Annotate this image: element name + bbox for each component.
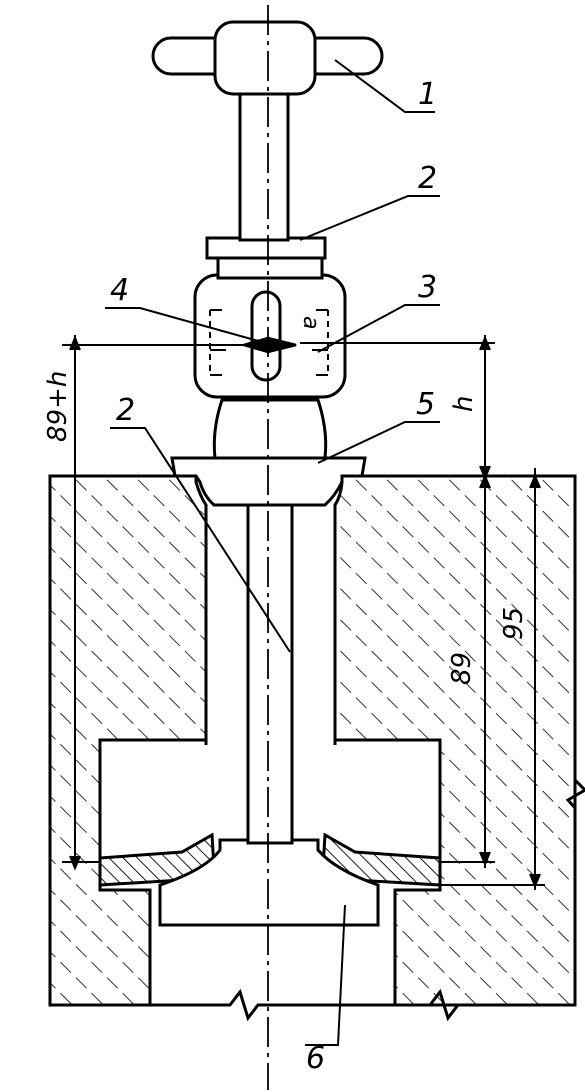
- callout-2-lower: 2: [116, 393, 135, 428]
- housing-left-block: [48, 474, 208, 1007]
- stem: [246, 503, 294, 845]
- callout-4: 4: [110, 273, 129, 308]
- break-line-bottom-right: [395, 988, 575, 1022]
- callout-3: 3: [418, 270, 437, 305]
- leader-2-top: [299, 195, 440, 241]
- break-line-bottom-left: [50, 988, 395, 1022]
- dimension-lines: [62, 335, 545, 890]
- leader-5: [317, 421, 440, 464]
- break-line-right: [565, 778, 585, 809]
- scale-mark-a: a: [298, 316, 323, 329]
- scale-ticks-left: [209, 309, 226, 376]
- dimension-95: 95: [499, 607, 529, 640]
- leader-lines: [105, 59, 440, 1046]
- handle: [151, 20, 384, 96]
- dimension-89-plus-h: 89+h: [43, 371, 73, 442]
- leader-4: [105, 307, 263, 343]
- leader-2-lower: [110, 427, 291, 653]
- dimension-h: h: [449, 396, 479, 412]
- leader-3: [317, 304, 440, 353]
- callout-6: 6: [306, 1041, 325, 1076]
- dimension-89: 89: [447, 652, 477, 685]
- upper-stem: [238, 88, 290, 242]
- leader-6: [305, 904, 346, 1046]
- housing-section: [48, 474, 585, 1022]
- scale-body: [193, 236, 347, 399]
- callout-2-top: 2: [418, 161, 437, 196]
- callout-labels: 1 2 4 3 5 2 6 a 89+h h 89 95: [43, 77, 529, 1076]
- callout-5: 5: [416, 387, 435, 422]
- leader-1: [334, 59, 435, 113]
- callout-1: 1: [418, 77, 437, 112]
